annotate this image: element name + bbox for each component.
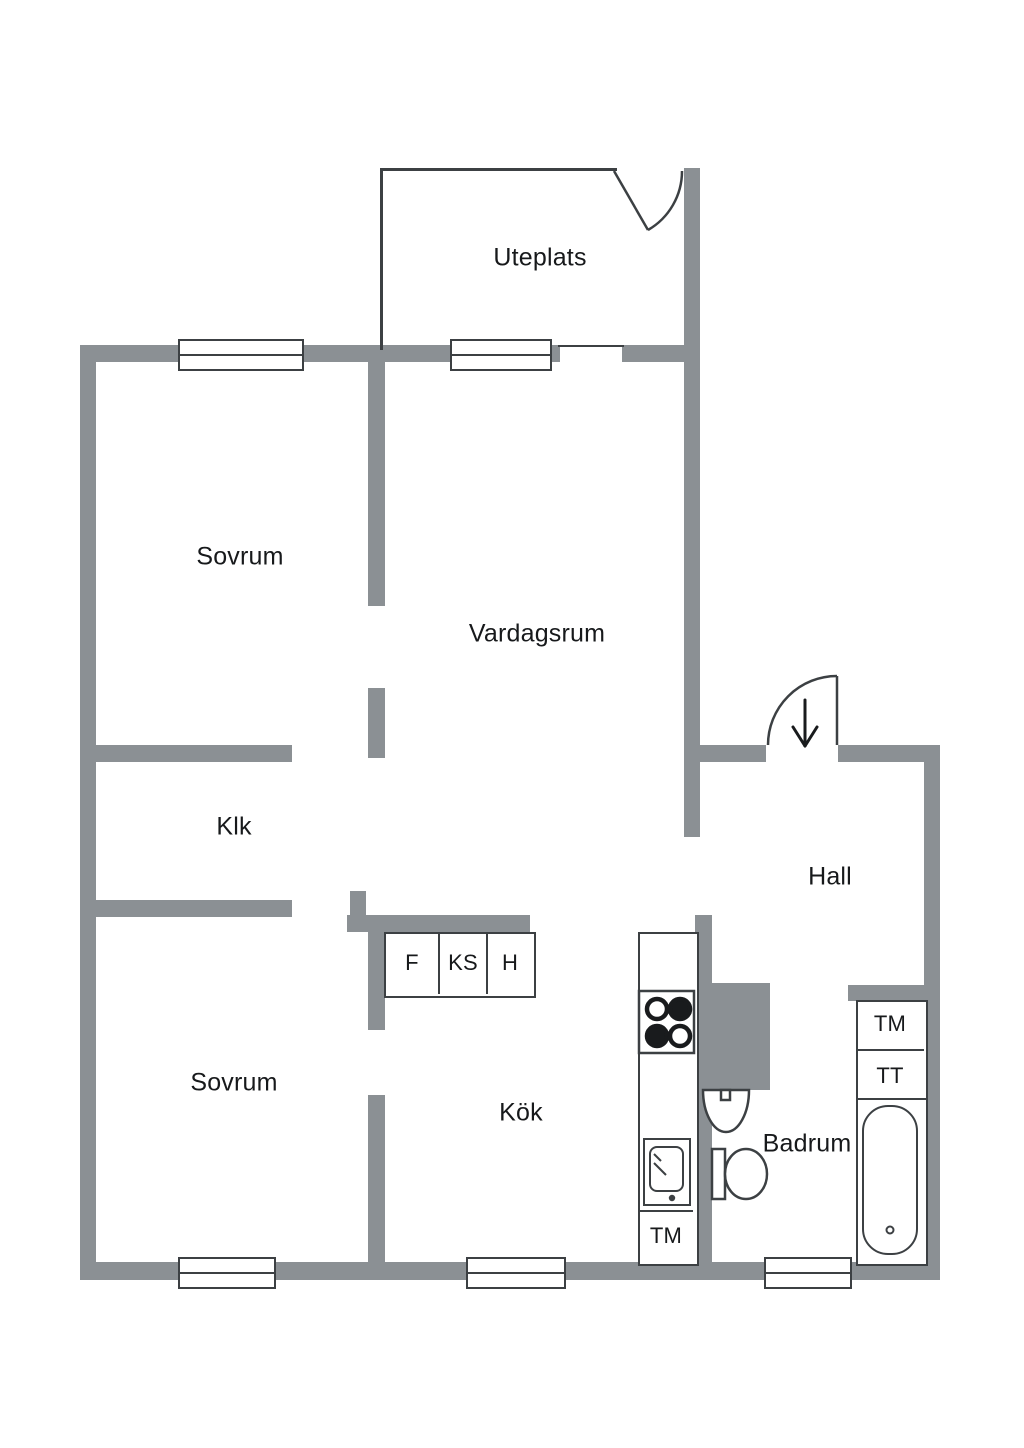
- laundry-box-tm-tt: [856, 1000, 928, 1104]
- wall-klk-bottom: [96, 900, 292, 917]
- window-vardagsrum: [450, 339, 552, 371]
- wall-sovrum1-vardagsrum-b: [368, 688, 385, 758]
- wall-sovrum1-vardagsrum: [368, 362, 385, 606]
- appliance-label-ks: KS: [448, 950, 478, 975]
- appliance-label-tm-badrum: TM: [873, 1011, 907, 1036]
- appliance-label-f: F: [405, 950, 419, 975]
- wall-klk-stub: [350, 891, 366, 917]
- room-label-sovrum-top: Sovrum: [196, 542, 284, 571]
- room-label-vardagsrum: Vardagsrum: [468, 619, 606, 648]
- wall-exterior-right: [924, 745, 940, 1280]
- window-pane-line: [765, 1272, 851, 1274]
- wall-kitchen-sovrum-b: [368, 1095, 385, 1262]
- window-badrum: [764, 1257, 852, 1289]
- room-label-kok: Kök: [499, 1098, 543, 1127]
- room-label-hall: Hall: [808, 862, 852, 891]
- wall-hall-top-b: [838, 745, 940, 762]
- wall-exterior-top-a: [80, 345, 180, 362]
- appliance-label-tm-kok: TM: [649, 1223, 683, 1248]
- wall-exterior-top-b: [298, 345, 452, 362]
- bathtub-outer: [856, 1098, 928, 1266]
- laundry-divider: [856, 1049, 924, 1051]
- wall-bathroom-block: [697, 983, 770, 1090]
- room-label-badrum: Badrum: [762, 1129, 852, 1158]
- window-pane-line: [179, 354, 303, 356]
- window-pane-line: [179, 1272, 275, 1274]
- entrance-door-swing: [766, 674, 839, 746]
- toilet: [710, 1147, 769, 1201]
- wall-kitchen-top: [347, 915, 530, 932]
- room-label-klk: Klk: [216, 812, 252, 841]
- kitchen-counter: [638, 932, 699, 1266]
- room-label-uteplats: Uteplats: [493, 243, 587, 272]
- appliance-divider: [438, 932, 440, 994]
- window-pane-line: [451, 354, 551, 356]
- appliance-label-tt-badrum: TT: [876, 1063, 904, 1088]
- wall-bathroom-top: [848, 985, 924, 1001]
- appliance-divider: [486, 932, 488, 994]
- wall-exterior-left: [80, 345, 96, 1280]
- appliance-box-f-ks-h: [384, 932, 536, 998]
- entrance-arrow-icon: [791, 698, 819, 748]
- window-pane-line: [467, 1272, 565, 1274]
- wall-hall-top-a: [700, 745, 766, 762]
- appliance-label-h: H: [501, 950, 519, 975]
- window-sovrum-bottom: [178, 1257, 276, 1289]
- uteplats-outline: [380, 168, 617, 350]
- wall-klk-top: [96, 745, 292, 762]
- uteplats-door-swing: [612, 170, 684, 232]
- room-label-sovrum-bottom: Sovrum: [190, 1068, 278, 1097]
- wall-vardagsrum-right: [684, 168, 700, 837]
- balcony-door-threshold: [558, 345, 624, 347]
- wall-exterior-top-d: [622, 345, 700, 362]
- window-sovrum-top: [178, 339, 304, 371]
- wall-kitchen-sovrum-a: [368, 932, 385, 1030]
- window-kok: [466, 1257, 566, 1289]
